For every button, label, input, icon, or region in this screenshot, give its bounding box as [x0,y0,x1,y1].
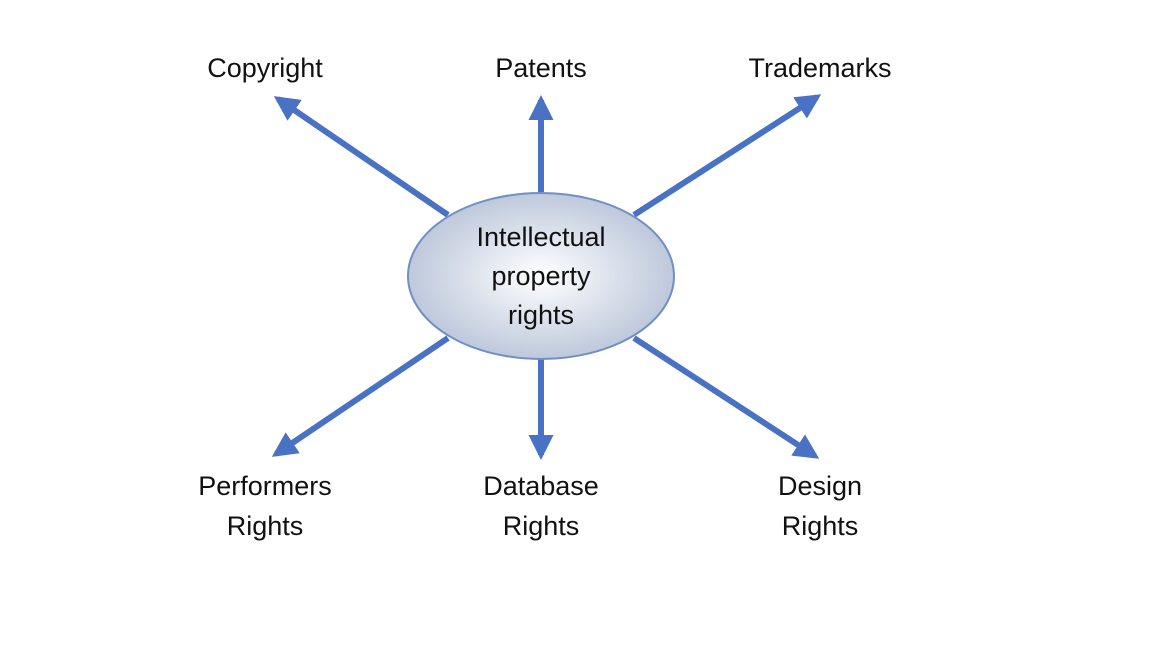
label-performers-rights: Performers Rights [198,466,332,546]
label-line: Rights [226,511,304,541]
label-design-rights: Design Rights [778,466,862,546]
label-line: Database [483,471,599,501]
arrow-copyright [273,96,450,218]
center-label: Intellectual property rights [476,218,605,335]
label-line: Patents [495,53,587,83]
center-label-line: property [491,261,591,291]
label-line: Copyright [207,53,323,83]
arrow-performers-rights [271,335,450,457]
center-label-line: rights [507,300,575,330]
label-line: Design [777,471,863,501]
label-patents: Patents [495,48,587,88]
label-line: Performers [198,471,332,501]
label-database-rights: Database Rights [483,466,599,546]
arrow-trademarks [632,94,822,218]
label-trademarks: Trademarks [748,48,891,88]
label-line: Rights [502,511,580,541]
center-ellipse [407,192,675,360]
label-line: Rights [781,511,859,541]
label-copyright: Copyright [207,48,323,88]
label-line: Trademarks [748,53,892,83]
arrow-design-rights [632,335,820,459]
center-label-line: Intellectual [476,222,606,252]
